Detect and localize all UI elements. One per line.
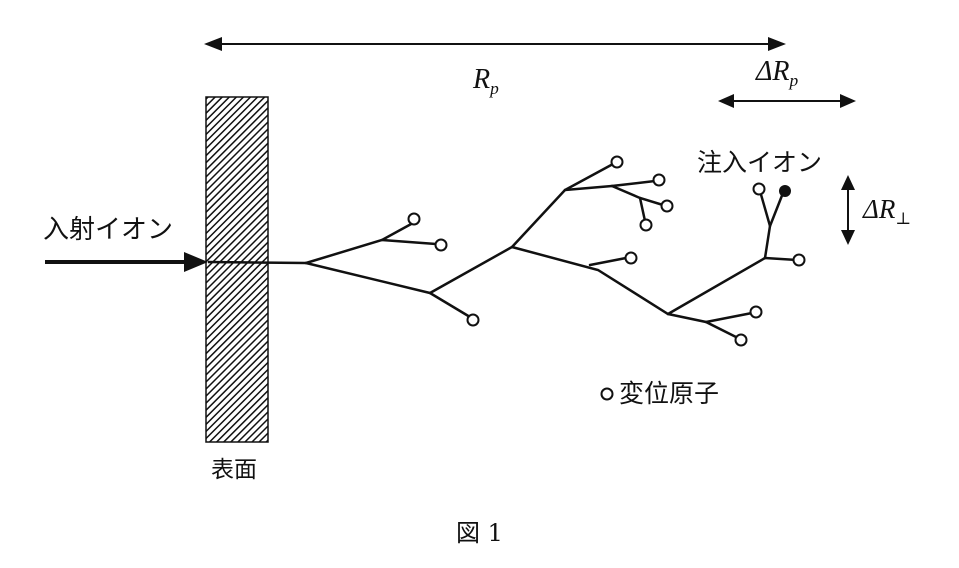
incident-ion-label: 入射イオン [43, 215, 174, 245]
open-circle-icon [624, 251, 638, 265]
open-circle-icon [734, 333, 748, 347]
lateral-straggle-label: ΔR⊥ [863, 194, 912, 228]
open-circle-icon [610, 155, 624, 169]
open-circle-icon [466, 313, 480, 327]
surface-label: 表面 [211, 457, 257, 483]
filled-circle-icon [779, 185, 791, 197]
open-circle-icon [752, 182, 766, 196]
open-circle-icon [639, 218, 653, 232]
open-circle-icon [792, 253, 806, 267]
open-circle-icon [434, 238, 448, 252]
range-straggle-label: ΔRp [756, 56, 799, 91]
open-circle-icon [660, 199, 674, 213]
open-circle-icon [600, 387, 614, 401]
collision-cascade [304, 162, 799, 340]
range-label: Rp [473, 64, 499, 99]
lateral-straggle-arrow [841, 175, 855, 245]
range-arrow [204, 37, 786, 51]
surface-block [205, 96, 269, 443]
open-circle-icon [407, 212, 421, 226]
open-circle-icon [652, 173, 666, 187]
range-straggle-arrow [718, 94, 856, 108]
figure-caption: 図 1 [456, 519, 503, 547]
implanted-ion-label: 注入イオン [697, 148, 823, 177]
incident-ion-arrow [45, 252, 307, 272]
displaced-atoms [407, 155, 806, 401]
open-circle-icon [749, 305, 763, 319]
displaced-atom-legend-label: 変位原子 [619, 379, 720, 408]
